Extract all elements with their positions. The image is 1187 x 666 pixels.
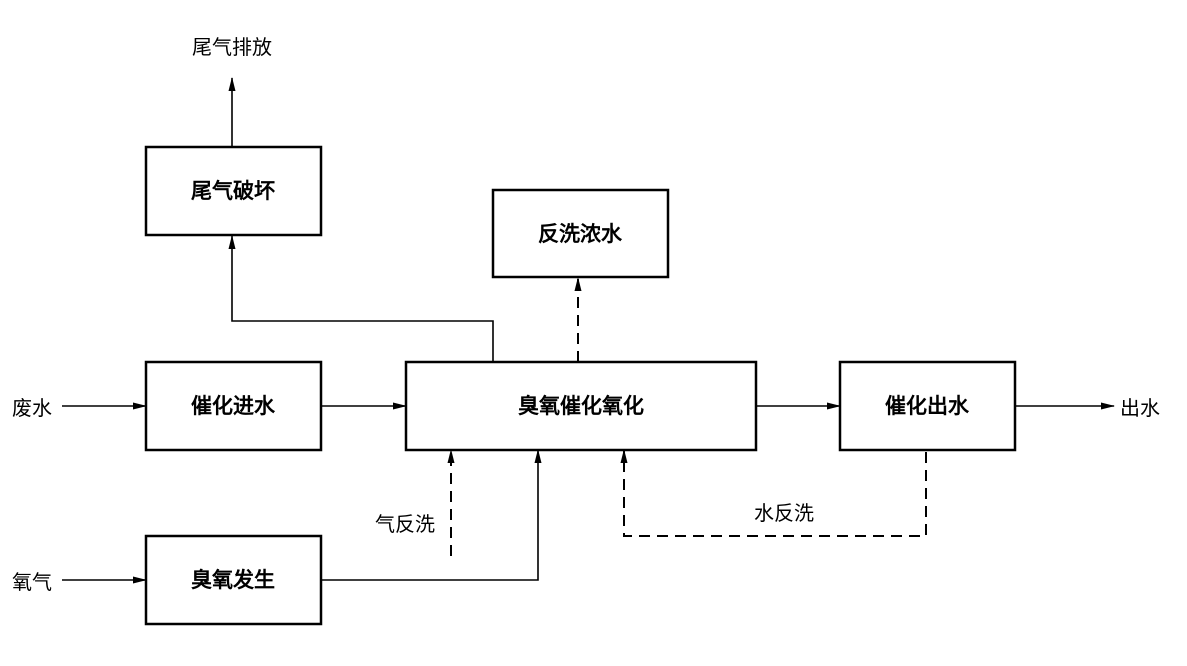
catalytic-effluent-label: 催化出水 bbox=[885, 394, 970, 418]
water-backwash-label: 水反洗 bbox=[754, 501, 814, 525]
connectors bbox=[62, 77, 1115, 584]
tail-gas-discharge-label: 尾气排放 bbox=[192, 35, 272, 59]
wastewater-label: 废水 bbox=[12, 396, 52, 420]
oxygen-label: 氧气 bbox=[12, 570, 52, 594]
effluent-label: 出水 bbox=[1120, 396, 1160, 420]
node-tail-gas-destruction: 尾气破坏 bbox=[144, 145, 323, 237]
node-catalytic-effluent: 催化出水 bbox=[838, 360, 1017, 452]
node-ozone-catalytic-oxidation: 臭氧催化氧化 bbox=[404, 360, 758, 452]
air-backwash-label: 气反洗 bbox=[375, 512, 435, 536]
ozone-to-reactor-arrow bbox=[322, 449, 542, 581]
catalytic-influent-label: 催化进水 bbox=[191, 394, 276, 418]
node-backwash-concentrate: 反洗浓水 bbox=[491, 188, 670, 279]
tail-gas-destruction-label: 尾气破坏 bbox=[191, 179, 275, 203]
water-backwash-dashed-arrow bbox=[620, 449, 927, 537]
node-ozone-generation: 臭氧发生 bbox=[144, 534, 323, 626]
node-catalytic-influent: 催化进水 bbox=[144, 360, 323, 452]
ozone-generation-label: 臭氧发生 bbox=[191, 568, 275, 592]
backwash-concentrate-label: 反洗浓水 bbox=[538, 222, 623, 246]
offgas-to-destruction-arrow bbox=[228, 235, 494, 362]
ozone-catalytic-oxidation-label: 臭氧催化氧化 bbox=[518, 394, 644, 418]
